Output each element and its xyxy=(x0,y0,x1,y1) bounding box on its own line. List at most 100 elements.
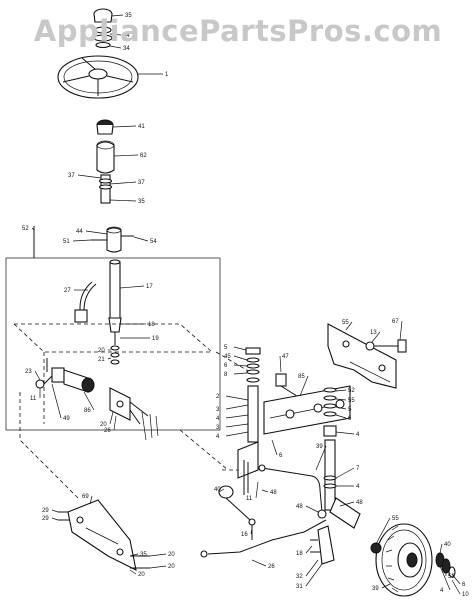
callout-4: 4 xyxy=(336,484,360,490)
callout-number: 3 xyxy=(216,407,220,413)
callout-leader xyxy=(113,415,117,431)
callout-number: 47 xyxy=(282,354,289,360)
callout-leader xyxy=(339,501,355,507)
callout-leader xyxy=(111,14,124,17)
callout-number: 4 xyxy=(440,588,444,594)
callout-number: 55 xyxy=(348,398,355,404)
steering-support-plate xyxy=(58,499,150,571)
callout-leader xyxy=(109,411,114,425)
callout-21: 21 xyxy=(98,357,112,363)
callout-6: 6 xyxy=(335,414,352,422)
callout-17: 17 xyxy=(119,284,153,290)
callout-number: 10 xyxy=(462,592,469,598)
callout-leader xyxy=(129,569,137,575)
callout-number: 32 xyxy=(296,574,303,580)
callout-number: 5 xyxy=(224,345,228,351)
callout-number: 6 xyxy=(462,582,466,588)
callout-20: 20 xyxy=(149,564,175,570)
callout-35: 35 xyxy=(111,13,132,19)
callout-number: 40 xyxy=(444,542,451,548)
callout-number: 85 xyxy=(298,374,305,380)
callout-48: 48 xyxy=(261,489,277,496)
callout-44: 44 xyxy=(76,229,108,235)
callout-leader xyxy=(129,553,139,557)
callout-leader xyxy=(335,398,347,401)
callout-number: 48 xyxy=(356,500,363,506)
callout-leader xyxy=(149,565,167,569)
callout-number: 27 xyxy=(64,288,71,294)
tie-rod xyxy=(200,519,327,558)
callout-number: 48 xyxy=(296,504,303,510)
callout-leader xyxy=(315,445,327,471)
callout-39: 39 xyxy=(372,583,391,592)
callout-leader xyxy=(225,431,249,437)
callout-number: 54 xyxy=(150,239,157,245)
callout-40: 40 xyxy=(214,487,225,493)
callout-leader xyxy=(51,517,59,521)
callout-leader xyxy=(305,563,323,587)
callout-leader xyxy=(31,227,35,231)
steering-frame-box xyxy=(5,226,221,431)
callout-number: 11 xyxy=(30,396,37,402)
wheel-nut xyxy=(93,26,113,49)
callout-4: 4 xyxy=(216,414,249,422)
callout-leader xyxy=(112,125,137,128)
steering-shaft-upper xyxy=(98,174,113,204)
callout-number: 2 xyxy=(216,394,220,400)
steering-wheel xyxy=(57,55,139,99)
callout-leader xyxy=(51,383,62,419)
callout-34: 34 xyxy=(109,33,130,39)
callout-number: 40 xyxy=(214,487,221,493)
callout-number: 4 xyxy=(216,416,220,422)
callout-number: 4 xyxy=(216,434,220,440)
callout-26: 26 xyxy=(251,559,275,570)
callout-52: 52 xyxy=(22,226,35,232)
callout-leader xyxy=(335,389,347,392)
callout-leader xyxy=(305,559,319,577)
callout-leader xyxy=(233,355,248,361)
callout-40: 40 xyxy=(439,542,451,554)
callout-leader xyxy=(107,357,112,360)
callout-number: 45 xyxy=(224,354,231,360)
callout-number: 11 xyxy=(246,496,253,502)
callout-leader xyxy=(119,285,145,289)
callout-3: 3 xyxy=(216,404,249,413)
shaft-extension xyxy=(91,226,134,253)
callout-51: 51 xyxy=(63,239,92,245)
callout-leader xyxy=(225,414,249,419)
callout-5: 5 xyxy=(224,345,247,351)
callout-leader xyxy=(451,579,461,595)
callout-leader xyxy=(233,372,248,375)
callout-19: 19 xyxy=(120,336,159,342)
left-spindle-arm xyxy=(218,485,256,540)
callout-number: 1 xyxy=(165,72,169,78)
callout-23: 23 xyxy=(25,369,41,381)
callout-2: 2 xyxy=(216,394,249,401)
callout-leader xyxy=(113,154,139,157)
callout-26: 26 xyxy=(104,415,117,434)
wheel-hardware xyxy=(370,542,456,578)
callout-11: 11 xyxy=(246,481,259,502)
frame-plate-outline xyxy=(13,323,213,424)
callout-leader xyxy=(305,545,313,554)
callout-number: 53 xyxy=(448,574,455,580)
callout-leader xyxy=(299,375,309,397)
callout-number: 37 xyxy=(138,180,145,186)
callout-leader xyxy=(439,565,451,591)
callout-number: 52 xyxy=(348,388,355,394)
axle-bracket-small xyxy=(275,373,301,399)
callout-37: 37 xyxy=(68,173,102,179)
callout-number: 6 xyxy=(279,453,283,459)
callout-4: 4 xyxy=(216,431,249,440)
callout-leader xyxy=(225,423,249,428)
callout-number: 55 xyxy=(342,320,349,326)
callout-number: 52 xyxy=(22,226,29,232)
callout-leader xyxy=(371,331,381,343)
callout-leader xyxy=(381,583,391,589)
callout-55: 55 xyxy=(342,320,353,331)
callout-49: 49 xyxy=(51,383,70,422)
callout-35: 35 xyxy=(109,199,145,205)
callout-leader xyxy=(83,391,95,411)
callout-number: 19 xyxy=(152,336,159,342)
